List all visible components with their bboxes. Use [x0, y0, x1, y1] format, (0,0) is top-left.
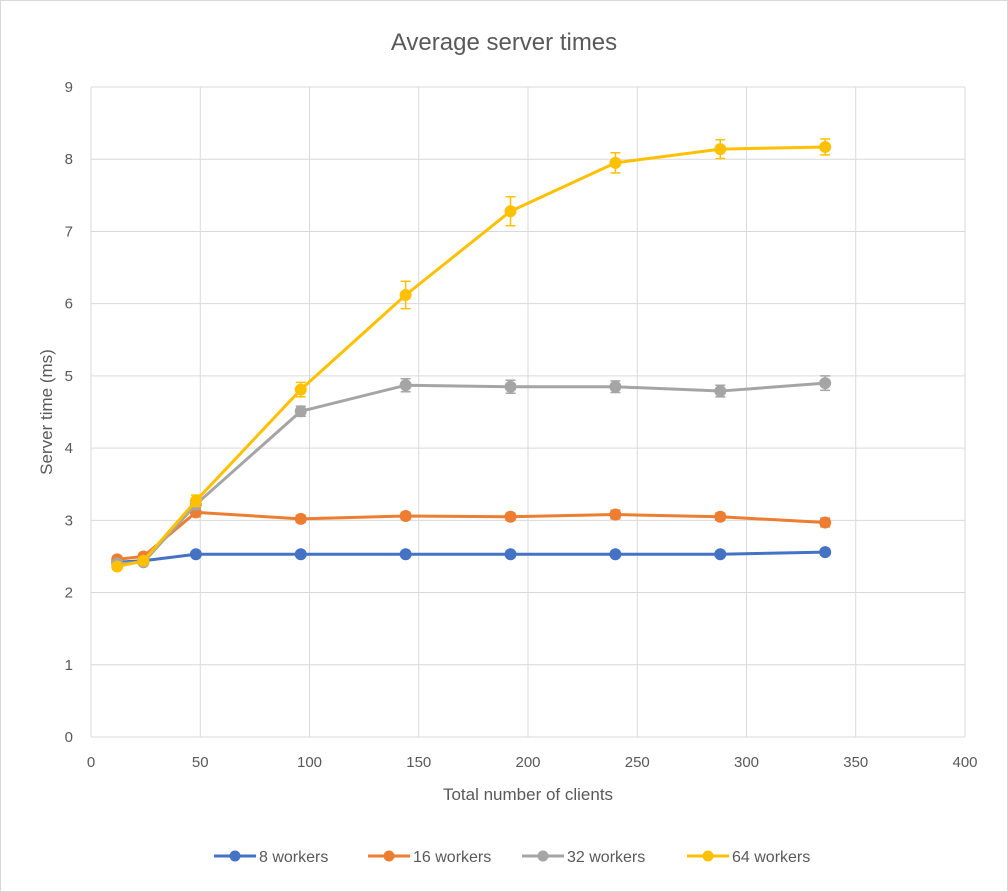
data-point [294, 512, 307, 525]
data-point [294, 383, 307, 396]
legend-swatch-marker [383, 850, 395, 862]
data-point [819, 140, 832, 153]
data-point [609, 548, 622, 561]
y-tick-label: 1 [65, 657, 73, 674]
y-tick-label: 2 [65, 585, 73, 602]
legend-item: 64 workers [687, 849, 810, 866]
data-point [609, 508, 622, 521]
y-tick-label: 4 [65, 440, 73, 457]
y-tick-label: 5 [65, 368, 73, 385]
data-point [189, 548, 202, 561]
legend-label: 64 workers [732, 849, 810, 866]
legend-label: 16 workers [413, 849, 491, 866]
x-tick-label: 350 [843, 754, 868, 771]
x-tick-label: 200 [515, 754, 540, 771]
y-tick-label: 8 [65, 151, 73, 168]
legend-label: 32 workers [567, 849, 645, 866]
chart-title: Average server times [391, 29, 617, 56]
data-point [504, 380, 517, 393]
legend-label: 8 workers [259, 849, 328, 866]
y-axis-label: Server time (ms) [37, 349, 56, 475]
data-point [399, 510, 412, 522]
data-point [189, 494, 202, 507]
y-tick-label: 0 [65, 729, 73, 746]
data-point [399, 548, 412, 561]
data-point [609, 380, 622, 393]
data-point [399, 379, 412, 392]
series-64-workers [111, 138, 832, 573]
legend: 8 workers 16 workers 32 workers 64 workers [214, 849, 810, 866]
data-point [504, 510, 517, 523]
tick-labels: 0 1 2 3 4 5 6 7 8 9 0 50 100 150 200 250 300 350 400 [65, 79, 978, 771]
data-point [399, 289, 412, 301]
data-point [504, 548, 517, 561]
legend-item: 32 workers [522, 849, 645, 866]
legend-swatch-marker [537, 850, 549, 862]
data-point [294, 548, 307, 561]
y-tick-label: 9 [65, 79, 73, 96]
x-tick-label: 100 [297, 754, 322, 771]
legend-swatch-marker [229, 850, 241, 862]
data-point [819, 546, 832, 559]
series-group [111, 138, 832, 573]
x-tick-label: 300 [734, 754, 759, 771]
x-tick-label: 400 [952, 754, 977, 771]
legend-item: 16 workers [368, 849, 491, 866]
x-tick-label: 0 [87, 754, 95, 771]
data-point [819, 377, 832, 390]
x-tick-label: 150 [406, 754, 431, 771]
data-point [137, 554, 150, 567]
data-point [714, 548, 727, 561]
data-point [504, 205, 517, 218]
data-point [714, 143, 727, 156]
data-point [294, 405, 307, 418]
x-axis-label: Total number of clients [443, 785, 613, 804]
y-tick-label: 7 [65, 223, 73, 240]
data-point [111, 560, 124, 573]
y-tick-label: 3 [65, 512, 73, 529]
x-tick-label: 250 [625, 754, 650, 771]
grid [90, 86, 966, 738]
x-tick-label: 50 [192, 754, 209, 771]
data-point [819, 516, 832, 529]
legend-item: 8 workers [214, 849, 328, 866]
y-tick-label: 6 [65, 296, 73, 313]
data-point [609, 156, 622, 169]
data-point [714, 385, 727, 398]
data-point [714, 510, 727, 523]
legend-swatch-marker [702, 850, 714, 862]
